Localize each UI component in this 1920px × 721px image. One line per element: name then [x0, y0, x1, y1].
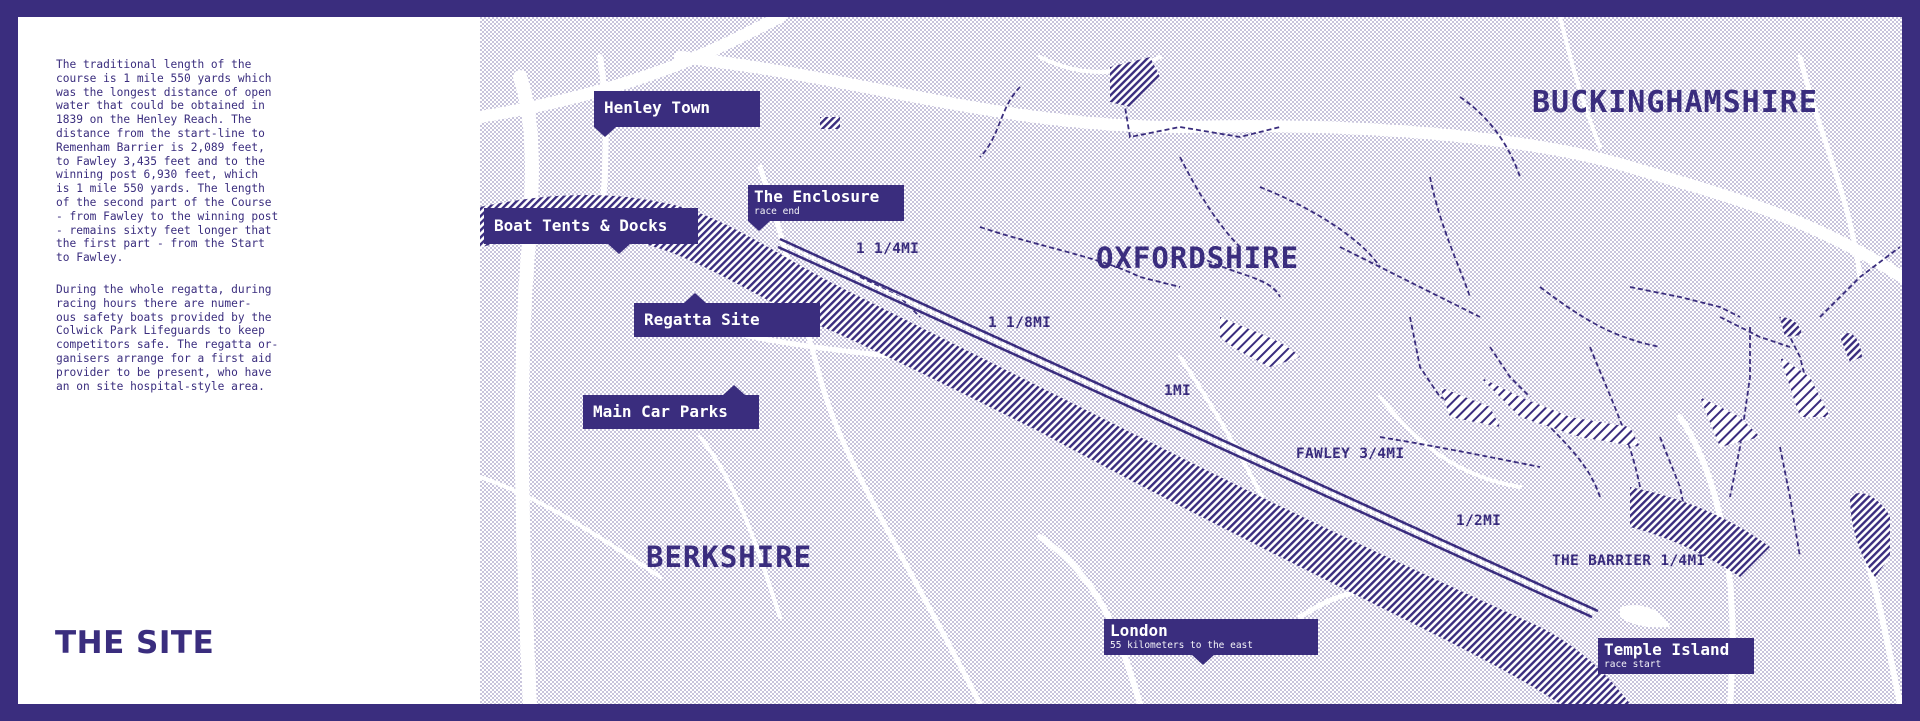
callout-pointer: [748, 221, 770, 231]
callout-pointer: [1192, 655, 1214, 665]
distance-marker-1mi: 1MI: [1164, 383, 1192, 399]
place-london[interactable]: London 55 kilometers to the east: [1104, 619, 1318, 665]
distance-marker-1-2mi: 1/2MI: [1456, 513, 1502, 529]
place-main-car-parks-label: Main Car Parks: [593, 402, 728, 421]
place-temple-island-sub: race start: [1604, 659, 1662, 670]
place-boat-tents-docks-label: Boat Tents & Docks: [494, 216, 668, 235]
place-boat-tents-docks[interactable]: Boat Tents & Docks: [484, 208, 698, 254]
place-the-enclosure-label: The Enclosure: [754, 187, 880, 206]
minor-paths: [859, 76, 1901, 558]
sidebar: The traditional length of the course is …: [18, 17, 480, 704]
distance-marker-1-1-4mi: 1 1/4MI: [856, 241, 920, 257]
place-regatta-site-label: Regatta Site: [644, 310, 760, 329]
place-london-label: London: [1110, 621, 1168, 640]
place-temple-island-label: Temple Island: [1604, 640, 1730, 659]
course-description-text: The traditional length of the course is …: [56, 58, 279, 265]
callout-pointer: [684, 293, 706, 303]
map-graphic: [480, 17, 1902, 704]
place-london-sub: 55 kilometers to the east: [1110, 640, 1253, 651]
place-main-car-parks[interactable]: Main Car Parks: [583, 385, 759, 429]
region-label-buckinghamshire: BUCKINGHAMSHIRE: [1532, 85, 1818, 120]
callout-pointer: [723, 385, 745, 395]
distance-marker-fawley: FAWLEY 3/4MI: [1296, 446, 1405, 462]
place-temple-island[interactable]: Temple Island race start: [1598, 638, 1754, 674]
river-thames: [480, 195, 1630, 704]
callout-pointer: [608, 244, 630, 254]
safety-description-text: During the whole regatta, during racing …: [56, 283, 279, 393]
place-regatta-site[interactable]: Regatta Site: [634, 293, 820, 337]
region-label-berkshire: BERKSHIRE: [646, 540, 813, 574]
distance-marker-1-1-8mi: 1 1/8MI: [988, 315, 1052, 331]
place-henley-town[interactable]: Henley Town: [594, 91, 760, 137]
site-map: BUCKINGHAMSHIRE OXFORDSHIRE BERKSHIRE 1 …: [480, 17, 1902, 704]
place-the-enclosure[interactable]: The Enclosure race end: [748, 185, 904, 231]
page-title: THE SITE: [55, 625, 215, 661]
race-course: [777, 237, 1599, 619]
page-frame: The traditional length of the course is …: [18, 17, 1902, 704]
place-the-enclosure-sub: race end: [754, 206, 800, 217]
built-areas: [820, 57, 1890, 577]
distance-marker-barrier: THE BARRIER 1/4MI: [1552, 553, 1706, 569]
callout-pointer: [594, 127, 616, 137]
place-henley-town-label: Henley Town: [604, 98, 710, 117]
region-label-oxfordshire: OXFORDSHIRE: [1096, 241, 1300, 275]
